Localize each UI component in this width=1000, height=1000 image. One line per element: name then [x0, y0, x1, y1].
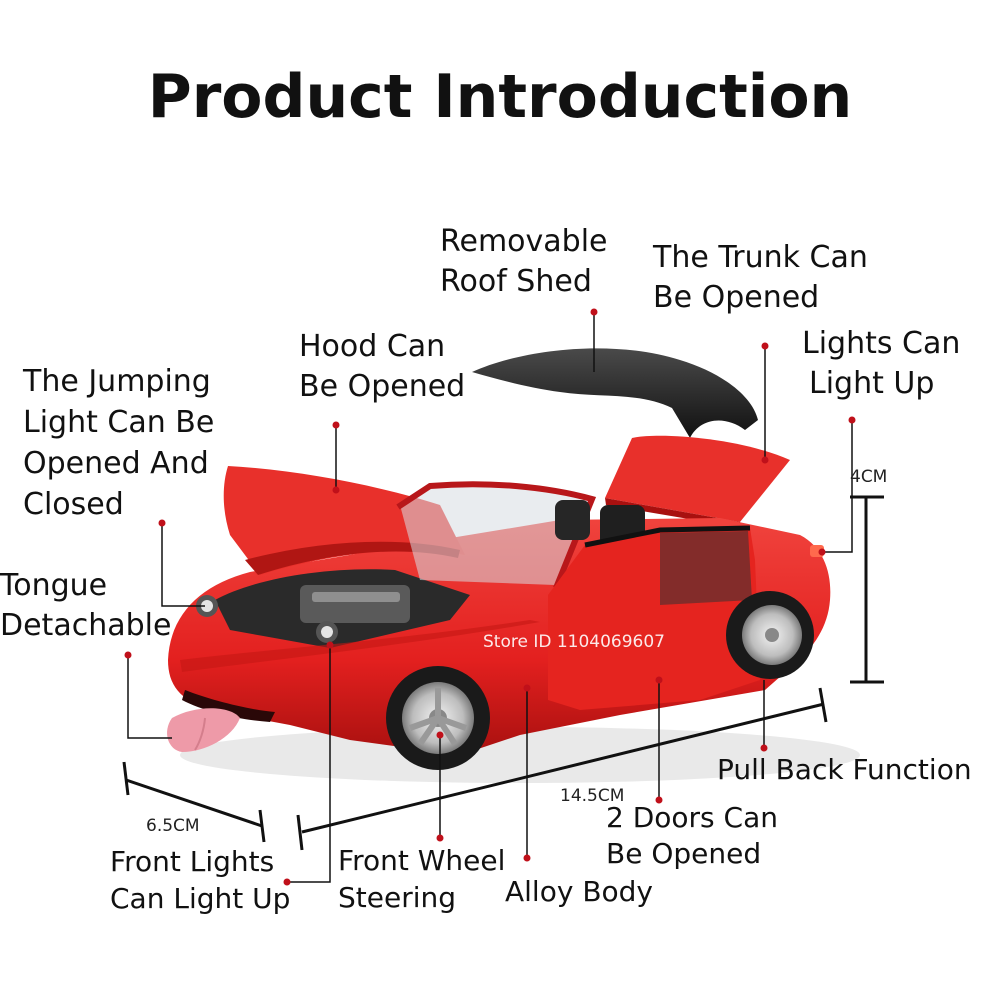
- ground-shadow: [180, 727, 860, 783]
- marker-dot: [326, 641, 334, 649]
- windshield: [400, 485, 590, 585]
- removable-roof: [472, 348, 758, 438]
- marker-dot: [848, 416, 856, 424]
- marker-dot: [158, 519, 166, 527]
- engine-cover: [312, 592, 400, 602]
- label-rear-lights: Lights Can Light Up: [802, 326, 961, 401]
- label-tongue: Tongue Detachable: [0, 568, 172, 643]
- door-inner: [660, 531, 752, 605]
- marker-dot: [523, 684, 531, 692]
- trunk-lid: [605, 435, 790, 522]
- marker-dot: [590, 308, 598, 316]
- label-doors: 2 Doors Can Be Opened: [606, 801, 778, 870]
- marker-dot: [761, 342, 769, 350]
- label-jumping-light: The Jumping Light Can Be Opened And Clos…: [23, 364, 215, 522]
- label-trunk: The Trunk Can Be Opened: [653, 240, 868, 315]
- body-crease: [180, 620, 540, 672]
- marker-dot: [436, 731, 444, 739]
- marker-dot: [761, 456, 769, 464]
- label-front-lights: Front Lights Can Light Up: [110, 845, 291, 915]
- dimension-length: 14.5CM: [560, 786, 625, 806]
- leader-lights-rear: [822, 420, 853, 553]
- marker-dot: [124, 651, 132, 659]
- leader-jump-light: [161, 523, 205, 607]
- windshield-frame: [396, 481, 597, 590]
- seat: [555, 500, 590, 540]
- label-steering: Front Wheel Steering: [338, 844, 506, 914]
- marker-dot: [523, 854, 531, 862]
- marker-dot: [332, 486, 340, 494]
- length-dimension-line: [301, 702, 825, 834]
- page-title: Product Introduction: [147, 62, 853, 132]
- leader-front-lights: [287, 645, 331, 883]
- hood-underside: [245, 541, 460, 575]
- marker-dot: [332, 421, 340, 429]
- store-watermark: Store ID 1104069607: [483, 632, 666, 652]
- front-mouth: [182, 690, 275, 722]
- door-window-frame: [584, 525, 751, 548]
- leader-tongue: [127, 655, 172, 739]
- engine-block: [300, 585, 410, 623]
- marker-dot: [655, 676, 663, 684]
- dimension-height: 4CM: [850, 467, 888, 487]
- width-dimension-line: [125, 778, 263, 828]
- marker-dot: [436, 834, 444, 842]
- label-removable-roof: Removable Roof Shed: [440, 224, 608, 299]
- dimension-width: 6.5CM: [146, 816, 200, 836]
- label-alloy-body: Alloy Body: [505, 875, 653, 908]
- marker-dot: [655, 796, 663, 804]
- label-hood: Hood Can Be Opened: [299, 329, 466, 404]
- label-pull-back: Pull Back Function: [717, 753, 972, 786]
- marker-dot: [818, 548, 826, 556]
- marker-dot: [283, 878, 291, 886]
- marker-dot: [760, 744, 768, 752]
